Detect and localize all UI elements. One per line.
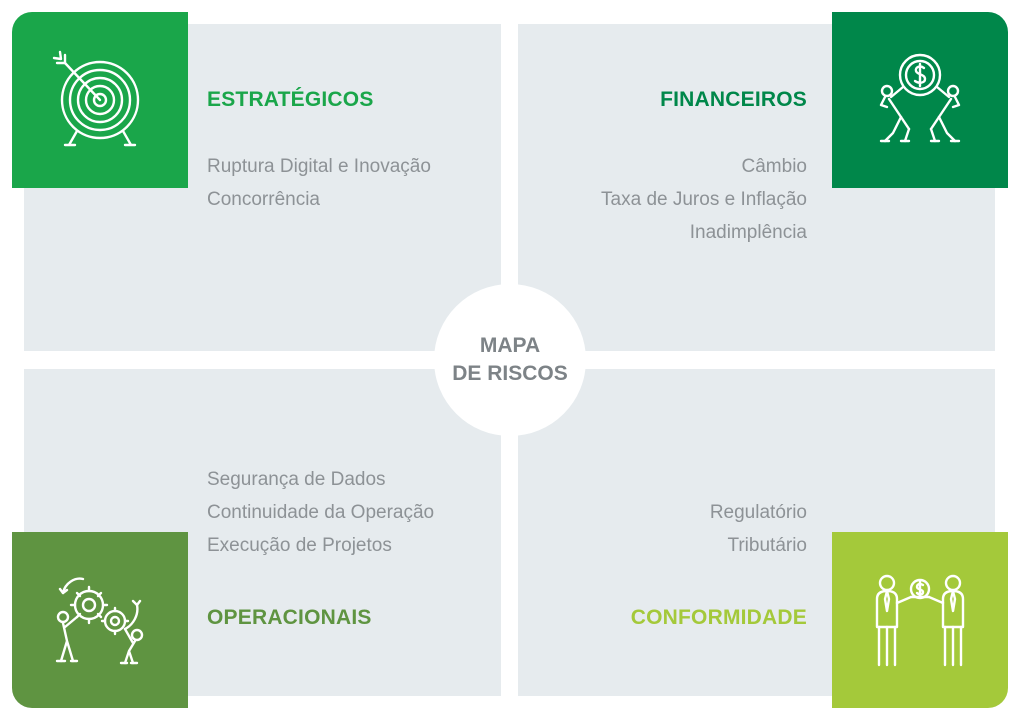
businessmen-coins-icon bbox=[875, 574, 965, 667]
compliance-risk-list: Regulatório Tributário bbox=[710, 496, 807, 562]
strategic-title: ESTRATÉGICOS bbox=[207, 88, 374, 111]
operational-icon-box bbox=[12, 532, 188, 708]
financial-risk-list: Câmbio Taxa de Juros e Inflação Inadimpl… bbox=[601, 150, 807, 249]
compliance-title: CONFORMIDADE bbox=[630, 606, 807, 629]
strategic-risk-list: Ruptura Digital e Inovação Concorrência bbox=[207, 150, 431, 216]
risk-item: Segurança de Dados bbox=[207, 469, 386, 490]
people-pushing-gears-icon bbox=[55, 577, 144, 665]
financial-icon-box bbox=[832, 12, 1008, 188]
risk-item: Regulatório bbox=[709, 502, 807, 523]
people-lifting-coin-icon bbox=[879, 53, 961, 143]
risk-map-center: MAPA DE RISCOS bbox=[434, 284, 586, 436]
compliance-icon-box bbox=[832, 532, 1008, 708]
risk-item: Tributário bbox=[727, 535, 807, 556]
risk-item: Ruptura Digital e Inovação bbox=[207, 156, 431, 177]
risk-item: Taxa de Juros e Inflação bbox=[601, 189, 807, 210]
risk-item: Câmbio bbox=[741, 156, 807, 177]
center-title-line-2: DE RISCOS bbox=[452, 362, 568, 385]
risk-item: Continuidade da Operação bbox=[207, 502, 435, 523]
financial-title: FINANCEIROS bbox=[660, 88, 807, 111]
center-title-line-1: MAPA bbox=[479, 334, 541, 357]
operational-title: OPERACIONAIS bbox=[207, 606, 372, 629]
target-arrow-icon bbox=[52, 50, 140, 147]
strategic-icon-box bbox=[12, 12, 188, 188]
operational-risk-list: Segurança de Dados Continuidade da Opera… bbox=[207, 463, 434, 562]
risk-item: Execução de Projetos bbox=[207, 535, 392, 556]
risk-item: Inadimplência bbox=[689, 222, 807, 243]
risk-item: Concorrência bbox=[207, 189, 320, 210]
